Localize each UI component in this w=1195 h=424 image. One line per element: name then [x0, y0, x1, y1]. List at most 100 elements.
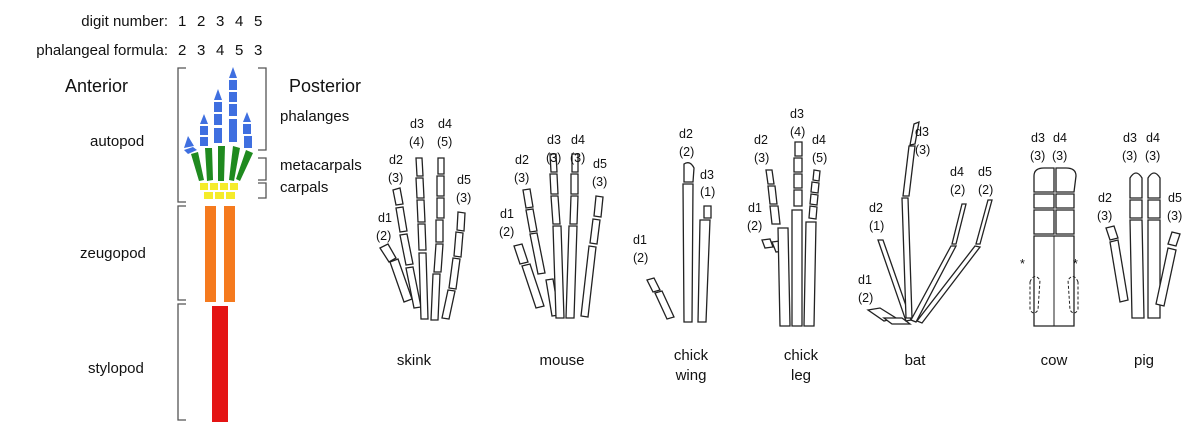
- mouse-d1-count: (2): [499, 225, 514, 239]
- bat-d4-count: (2): [950, 183, 965, 197]
- phalangeal-formula-3: 4: [216, 42, 224, 59]
- phalangeal-formula-label: phalangeal formula:: [36, 42, 168, 59]
- chick-leg-d4-count: (5): [812, 151, 827, 165]
- skink-hand: d1 (2) d2 (3) d3 (4) d4 (5) d5 (3): [376, 117, 471, 320]
- autopod-label: autopod: [90, 133, 144, 150]
- chick-leg-d3-count: (4): [790, 125, 805, 139]
- cow-d4-count: (3): [1052, 149, 1067, 163]
- chick-wing: d1 (2) d2 (2) d3 (1): [633, 127, 715, 322]
- bat-d2-count: (1): [869, 219, 884, 233]
- mouse-label: mouse: [539, 352, 584, 369]
- skink-d4: d4: [438, 117, 452, 131]
- digit-number-1: 1: [178, 13, 186, 30]
- mouse-d5-count: (3): [592, 175, 607, 189]
- metacarpal-bones: [191, 146, 253, 181]
- chick-wing-d2-count: (2): [679, 145, 694, 159]
- pig-d4-count: (3): [1145, 149, 1160, 163]
- chick-leg-d2-count: (3): [754, 151, 769, 165]
- phalangeal-formula-4: 5: [235, 42, 243, 59]
- bat-d1: d1: [858, 273, 872, 287]
- digit-number-2: 2: [197, 13, 205, 30]
- zeugopod-bone-radius: [205, 206, 216, 302]
- pig-d5: d5: [1168, 191, 1182, 205]
- bat-d5: d5: [978, 165, 992, 179]
- chick-leg-label-line1: chick: [784, 347, 819, 364]
- cow-d3: d3: [1031, 131, 1045, 145]
- mouse-d3-count: (3): [546, 151, 561, 165]
- chick-wing-d1: d1: [633, 233, 647, 247]
- pig-d3-count: (3): [1122, 149, 1137, 163]
- metacarpals-bracket: [258, 158, 266, 180]
- zeugopod-bone-ulna: [224, 206, 235, 302]
- skink-d5-count: (3): [456, 191, 471, 205]
- chick-leg: d1 (2) d2 (3) d3 (4) d4 (5): [747, 107, 827, 326]
- pig-d4: d4: [1146, 131, 1160, 145]
- cow-asterisk-right: *: [1073, 257, 1078, 271]
- metacarpals-label: metacarpals: [280, 157, 362, 174]
- pig-d3: d3: [1123, 131, 1137, 145]
- stylopod-bracket: [178, 304, 186, 420]
- pig-d2-count: (3): [1097, 209, 1112, 223]
- zeugopod-label: zeugopod: [80, 245, 146, 262]
- bat-d3: d3: [915, 125, 929, 139]
- carpals-bracket: [258, 183, 266, 198]
- carpals-label: carpals: [280, 179, 328, 196]
- mouse-d5: d5: [593, 157, 607, 171]
- skink-d3-count: (4): [409, 135, 424, 149]
- phalanx-bones: [184, 67, 252, 154]
- anterior-label: Anterior: [65, 76, 128, 96]
- chick-wing-d3: d3: [700, 168, 714, 182]
- chick-leg-label-line2: leg: [791, 367, 811, 384]
- chick-leg-d2: d2: [754, 133, 768, 147]
- bat-d4: d4: [950, 165, 964, 179]
- mouse-d4: d4: [571, 133, 585, 147]
- carpal-bones: [200, 183, 238, 199]
- digit-number-label: digit number:: [81, 13, 168, 30]
- mouse-d4-count: (3): [570, 151, 585, 165]
- phalangeal-formula-2: 3: [197, 42, 205, 59]
- chick-wing-label-line2: wing: [675, 367, 707, 384]
- posterior-label: Posterior: [289, 76, 361, 96]
- bat-d2: d2: [869, 201, 883, 215]
- cow-d3-count: (3): [1030, 149, 1045, 163]
- skink-d2: d2: [389, 153, 403, 167]
- mouse-hand: d1 (2) d2 (3) d3 (3) d4 (3) d5 (3): [499, 133, 607, 318]
- skink-d1-count: (2): [376, 229, 391, 243]
- pig-foot: d2 (3) d3 (3) d4 (3) d5 (3): [1097, 131, 1182, 318]
- skink-d1: d1: [378, 211, 392, 225]
- cow-label: cow: [1041, 352, 1068, 369]
- bat-wing: d1 (2) d2 (1) d3 (3) d4 (2) d5 (2): [858, 122, 993, 324]
- chick-wing-d1-count: (2): [633, 251, 648, 265]
- pig-d2: d2: [1098, 191, 1112, 205]
- chick-leg-d1: d1: [748, 201, 762, 215]
- zeugopod-bracket: [178, 206, 186, 300]
- digit-number-3: 3: [216, 13, 224, 30]
- autopod-bracket: [178, 68, 186, 202]
- skink-d2-count: (3): [388, 171, 403, 185]
- mouse-d1: d1: [500, 207, 514, 221]
- phalangeal-formula-1: 2: [178, 42, 186, 59]
- chick-leg-d3: d3: [790, 107, 804, 121]
- digit-number-4: 4: [235, 13, 243, 30]
- chick-wing-d3-count: (1): [700, 185, 715, 199]
- header: digit number: 1 2 3 4 5 phalangeal formu…: [36, 13, 262, 59]
- chick-wing-label-line1: chick: [674, 347, 709, 364]
- mouse-d2-count: (3): [514, 171, 529, 185]
- bat-d5-count: (2): [978, 183, 993, 197]
- skink-label: skink: [397, 352, 432, 369]
- cow-d4: d4: [1053, 131, 1067, 145]
- chick-leg-d1-count: (2): [747, 219, 762, 233]
- stylopod-bone: [212, 306, 228, 422]
- stylopod-label: stylopod: [88, 360, 144, 377]
- pig-d5-count: (3): [1167, 209, 1182, 223]
- bat-d3-count: (3): [915, 143, 930, 157]
- skink-d4-count: (5): [437, 135, 452, 149]
- bat-d1-count: (2): [858, 291, 873, 305]
- mouse-d3: d3: [547, 133, 561, 147]
- phalanges-bracket: [258, 68, 266, 150]
- bat-label: bat: [905, 352, 927, 369]
- chick-leg-d4: d4: [812, 133, 826, 147]
- cow-foot: * * d3 (3) d4 (3): [1020, 131, 1078, 326]
- schematic-limb: [184, 67, 253, 422]
